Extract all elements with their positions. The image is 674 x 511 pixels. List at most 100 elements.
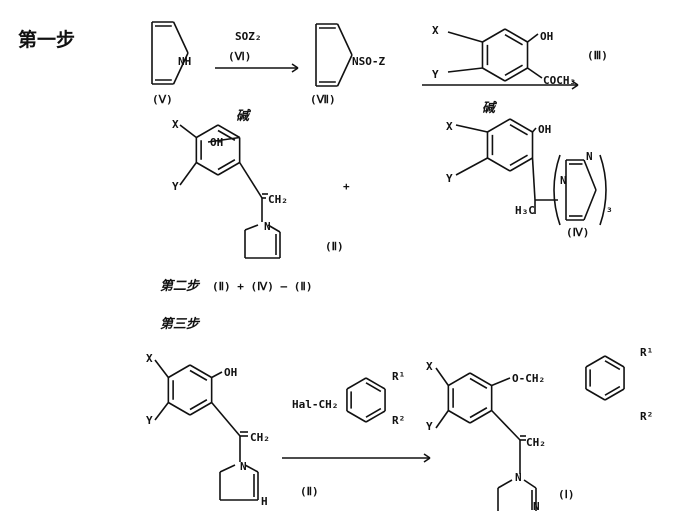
- bond: [179, 162, 197, 186]
- reaction-arrow-3: [423, 457, 431, 463]
- reagent-vi-formula: SOZ₂: [235, 30, 262, 43]
- v-label: (Ⅴ): [152, 93, 173, 106]
- imidazole-ring-V: [172, 21, 189, 54]
- benzene-ring-reactant: [189, 369, 208, 381]
- iv-subscript: ₃: [606, 202, 613, 215]
- imidazole-ring-VII: [336, 54, 353, 87]
- benzene-ring-IV: [509, 154, 528, 166]
- benzene-ring-II: [217, 159, 236, 171]
- iv-methyl: H₃C: [515, 204, 535, 217]
- r-ii-oh: OH: [224, 366, 237, 379]
- bond: [207, 136, 240, 143]
- p-i-r1: R¹: [640, 346, 653, 359]
- ii-label: (Ⅱ): [325, 240, 344, 253]
- iv-n2: N: [586, 150, 593, 163]
- benzene-ring-reactant: [189, 364, 213, 379]
- benzene-ring-reagent: [346, 410, 367, 423]
- benzene-ring-product: [469, 372, 493, 387]
- benzene-ring-II: [217, 124, 241, 139]
- imidazole-ring-V: [172, 52, 189, 85]
- r-ii-x: X: [146, 352, 153, 365]
- benzene-ring-reagent: [365, 410, 386, 423]
- ii-n: N: [264, 220, 271, 233]
- bond: [447, 67, 483, 73]
- benzene-ring-III: [504, 34, 523, 46]
- step1-label: 第一步: [18, 28, 75, 51]
- iii-label: (Ⅲ): [587, 49, 608, 62]
- condition-base-2: 碱: [482, 100, 498, 116]
- left-parenthesis: [553, 154, 561, 226]
- bond: [455, 124, 488, 133]
- benzene-ring-III: [504, 64, 523, 76]
- p-i-vinyl: CH₂: [526, 436, 546, 449]
- bond: [491, 377, 511, 387]
- condition-base-1: 碱: [236, 108, 252, 124]
- r-ii-nh: H: [261, 495, 268, 508]
- step2-label: 第二步: [160, 278, 201, 294]
- ii-x: X: [172, 118, 179, 131]
- benzene-ring-reactant: [167, 401, 191, 416]
- benzene-ring-reactant: [189, 401, 213, 416]
- vii-group: NSO-Z: [352, 55, 385, 68]
- bond: [244, 224, 259, 231]
- r-ii-y: Y: [146, 414, 153, 427]
- benzene-ring-product: [447, 409, 471, 424]
- benzene-ring-reagent: [346, 377, 367, 390]
- bond: [238, 162, 263, 199]
- right-parenthesis: [599, 154, 607, 226]
- bond: [219, 464, 236, 473]
- benzene-ring-benzyl: [604, 360, 621, 371]
- reaction-arrow-2: [571, 80, 579, 86]
- benzene-ring-IV: [487, 118, 511, 133]
- r-ii-vinyl: CH₂: [250, 431, 270, 444]
- v-nh: NH: [178, 55, 191, 68]
- iv-x: X: [446, 120, 453, 133]
- benzene-ring-reagent: [365, 407, 382, 418]
- benzene-ring-product: [469, 407, 488, 419]
- bond: [211, 401, 241, 437]
- ii-y: Y: [172, 180, 179, 193]
- bond: [179, 124, 197, 139]
- imidazole-ring-IV: [583, 189, 597, 221]
- plus-sign: +: [343, 180, 350, 193]
- benzene-ring-IV: [487, 157, 511, 172]
- bond: [154, 359, 169, 378]
- p-i-y: Y: [426, 420, 433, 433]
- bond: [244, 464, 259, 473]
- benzene-ring-III: [482, 28, 506, 43]
- bond: [491, 409, 521, 441]
- benzene-ring-benzyl: [585, 355, 606, 368]
- benzene-ring-III: [504, 67, 528, 82]
- benzene-ring-reactant: [189, 399, 208, 411]
- bonds: [151, 21, 625, 511]
- benzene-ring-II: [195, 124, 219, 139]
- reaction-arrow-1: [291, 63, 299, 69]
- iv-y: Y: [446, 172, 453, 185]
- bond: [527, 33, 539, 43]
- bond: [435, 367, 450, 386]
- iii-acetyl: COCH₃: [543, 74, 576, 87]
- iii-y: Y: [432, 68, 439, 81]
- r-ii-n: N: [240, 460, 247, 473]
- reaction-arrow-1: [291, 67, 299, 73]
- imidazole-ring-VII: [336, 23, 353, 56]
- benzene-ring-product: [447, 372, 471, 387]
- benzene-ring-II: [217, 161, 241, 176]
- bond: [531, 157, 536, 201]
- benzene-ring-IV: [509, 124, 528, 136]
- benzene-ring-reagent: [365, 377, 386, 390]
- reaction-arrow-3: [423, 453, 431, 459]
- r-ii-label: (Ⅱ): [300, 485, 319, 498]
- iv-label: (Ⅳ): [566, 226, 589, 239]
- benzene-ring-reactant: [167, 364, 191, 379]
- iii-x: X: [432, 24, 439, 37]
- p-i-n2: N: [533, 500, 540, 511]
- reagent-r2: R²: [392, 414, 405, 427]
- p-i-r2: R²: [640, 410, 653, 423]
- vii-label: (Ⅶ): [310, 93, 336, 106]
- benzene-ring-III: [482, 67, 506, 82]
- reagent-group: Hal-CH₂: [292, 398, 338, 411]
- bond: [154, 402, 169, 421]
- benzene-ring-benzyl: [604, 388, 625, 401]
